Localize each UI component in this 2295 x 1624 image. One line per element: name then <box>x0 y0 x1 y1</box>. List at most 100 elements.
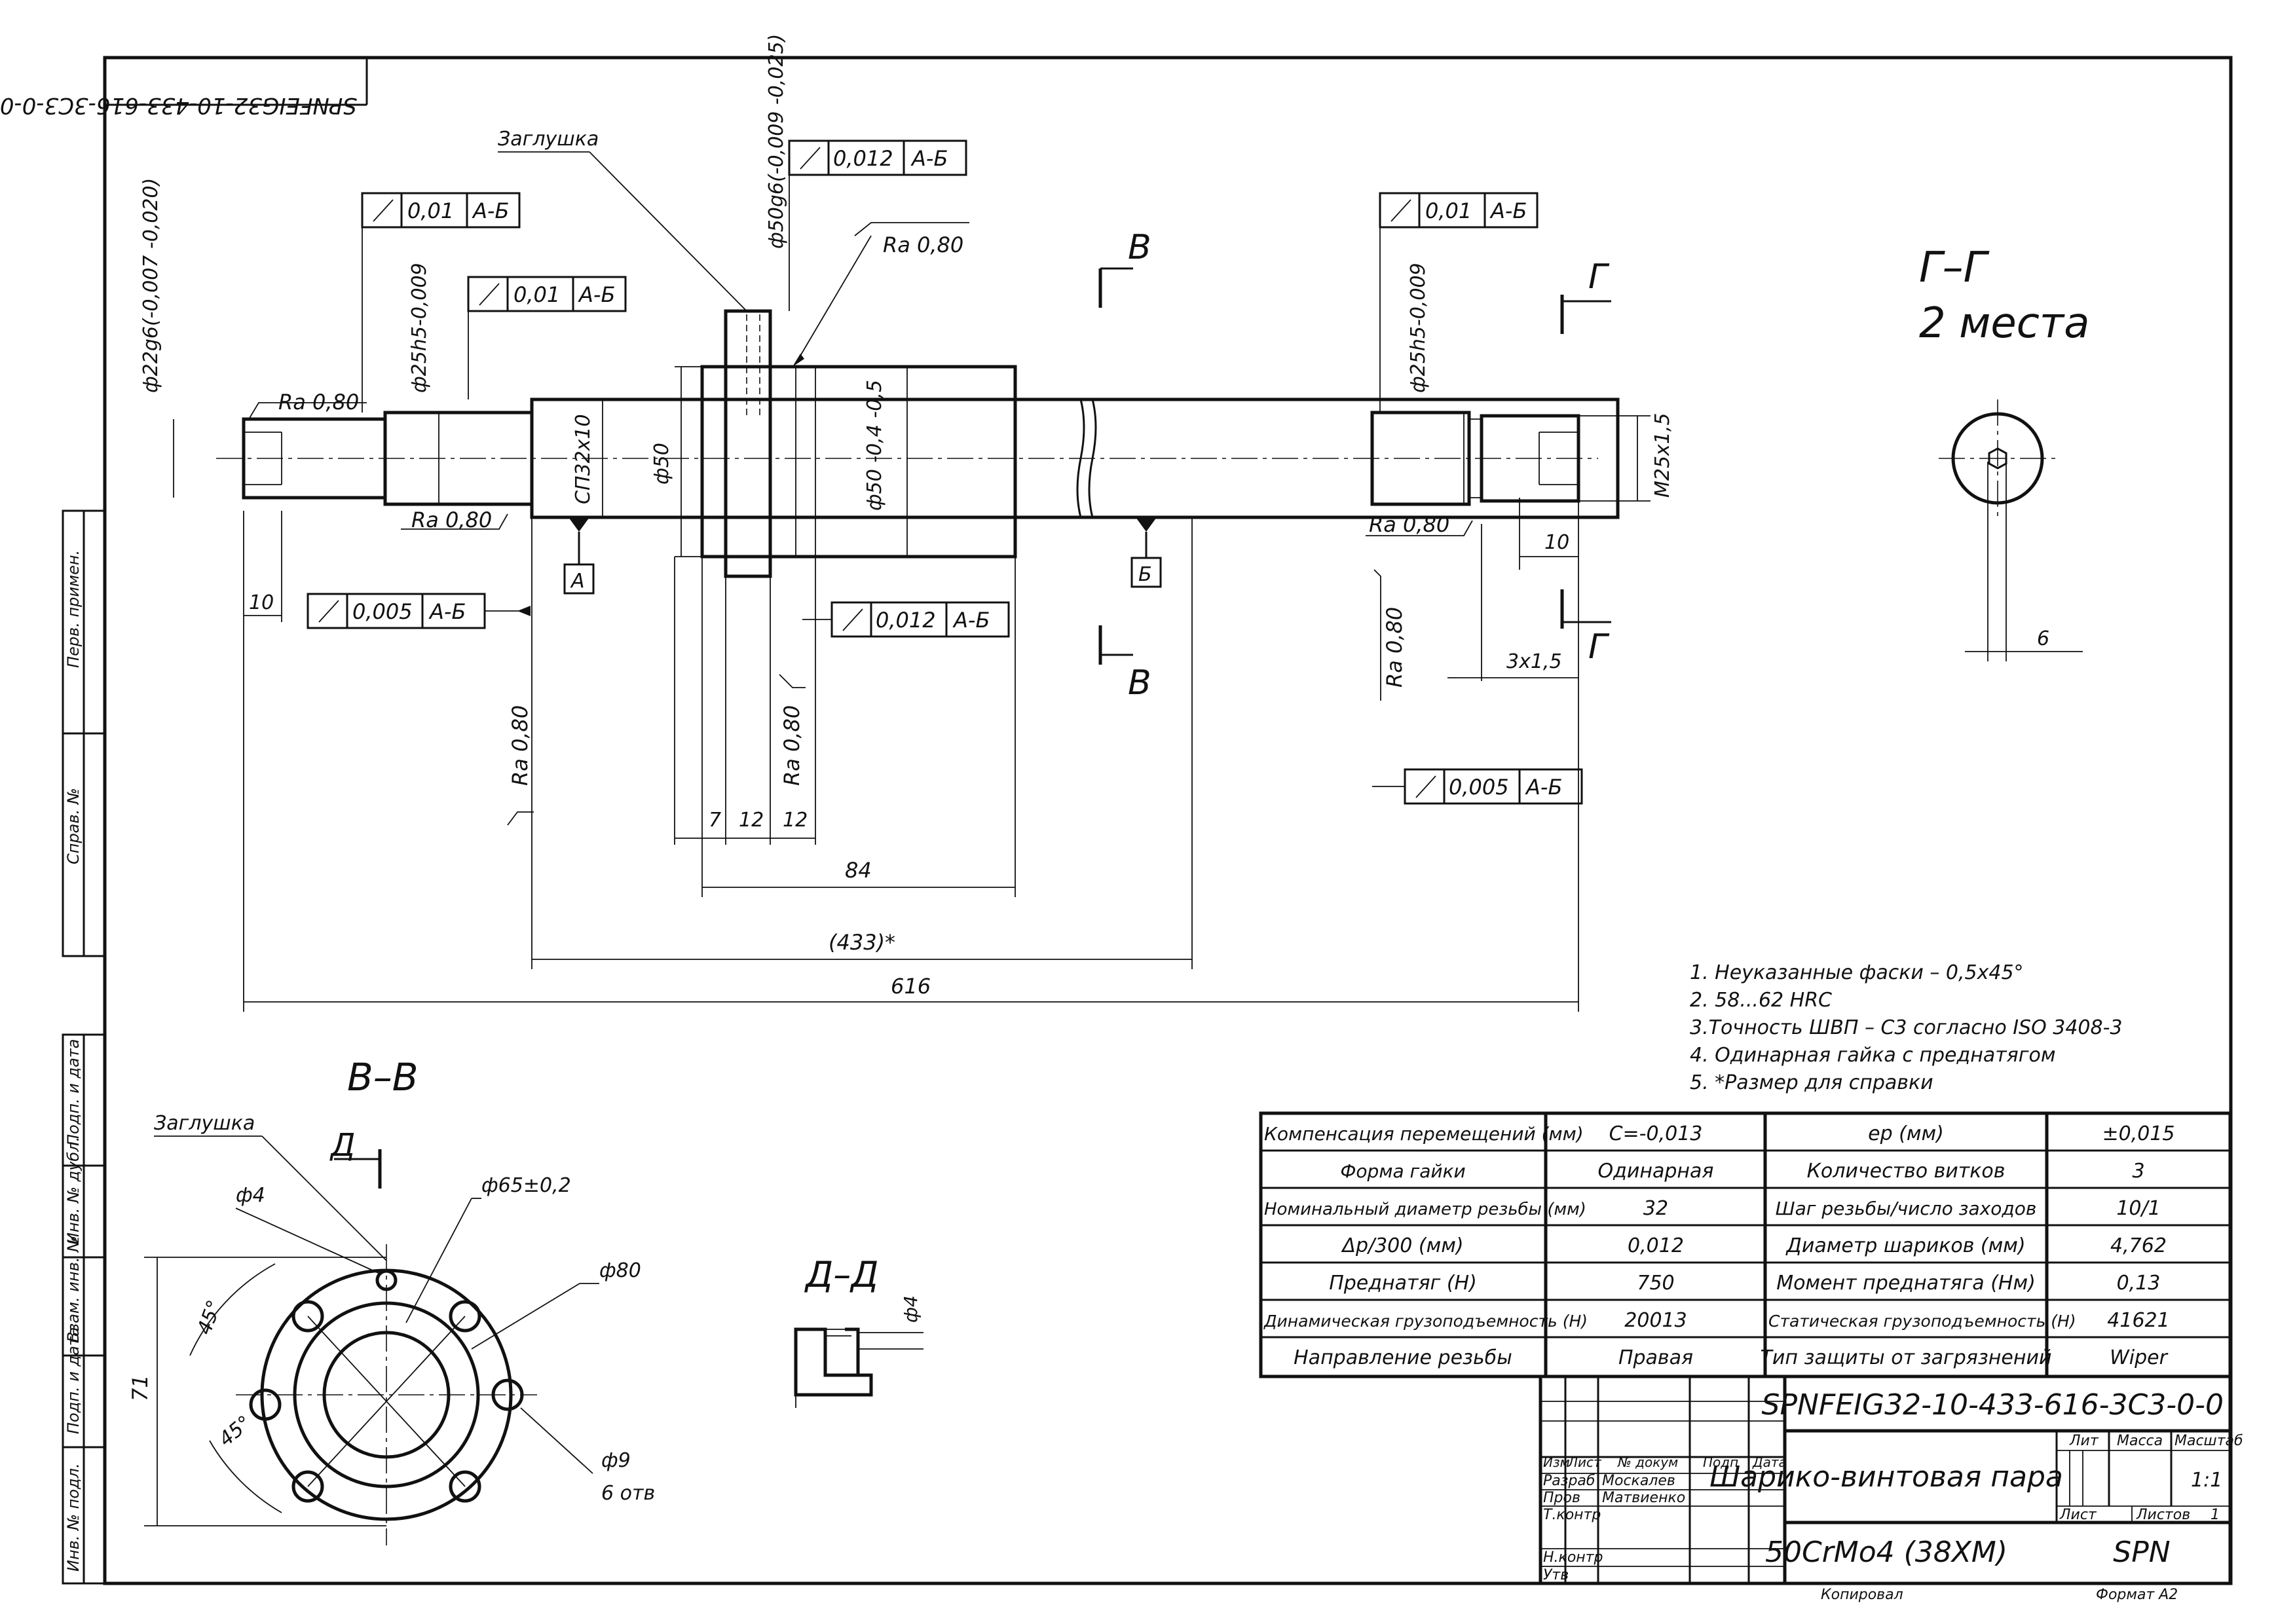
drawing-annotation: 0,012 <box>833 146 893 171</box>
tb-role-1: Пров <box>1543 1490 1580 1506</box>
dim-d25-left: ф25h5-0,009 <box>408 263 431 393</box>
side-label-repl-inv: Взам. инв. № <box>64 1236 83 1342</box>
tb-name-0: Москалев <box>1602 1473 1675 1489</box>
dim-7: 7 <box>709 809 721 832</box>
section-bb-title: В–В <box>347 1055 419 1099</box>
drawing-annotation: Ra 0,80 <box>508 705 532 786</box>
dim-m25: M25х1,5 <box>1651 413 1674 498</box>
section-gg-subtitle: 2 места <box>1919 299 2089 348</box>
spec-r6-c2: Тип защиты от загрязнений <box>1761 1346 2052 1369</box>
spec-r5-c3: 41621 <box>2107 1309 2169 1332</box>
note-2: 2. 58...62 HRC <box>1690 989 1832 1012</box>
spec-r0-c2: ep (мм) <box>1868 1122 1944 1145</box>
section-gg: Г–Г 2 места 6 <box>1919 244 2089 661</box>
tb-scale-value: 1:1 <box>2191 1469 2222 1492</box>
tolerance-frame-2: 0,01 А-Б <box>467 276 627 399</box>
section-gg-title: Г–Г <box>1919 244 1990 292</box>
cut-g-top-letter: Г <box>1588 257 1610 297</box>
dim-71: 71 <box>128 1375 153 1401</box>
drawing-annotation: Ra 0,80 <box>1369 512 1449 537</box>
section-bb: В–В Заглушка Д 71 45° 45° ф4 ф65±0,2 ф <box>128 1055 655 1545</box>
drawing-annotation: Ra 0,80 <box>883 232 963 257</box>
drawing-annotation: А-Б <box>1489 198 1527 223</box>
tb-sheet-label: Лист <box>2059 1507 2097 1523</box>
dim-d50g6: ф50g6(-0,009 -0,025) <box>765 34 788 249</box>
drawing-annotation: 0,005 <box>1449 775 1509 800</box>
cut-d-letter: Д <box>329 1127 356 1164</box>
cut-line-g: Г Г <box>1560 257 1611 667</box>
spec-r0-c0: Компенсация перемещений (мм) <box>1264 1123 1584 1145</box>
dim-d9: ф9 <box>601 1449 631 1472</box>
tb-col-izm: Изм <box>1543 1454 1570 1470</box>
tb-col-list: Лист <box>1567 1454 1602 1470</box>
spec-r6-c3: Wiper <box>2110 1346 2168 1369</box>
tb-sheets-label: Листов <box>2136 1507 2190 1523</box>
side-label-first-use: Перв. примен. <box>64 550 83 668</box>
plug-label-bottom: Заглушка <box>154 1112 255 1135</box>
tb-role-2: Т.контр <box>1543 1507 1601 1523</box>
side-label-orig-inv: Инв. № подл. <box>64 1463 83 1572</box>
drawing-annotation: 0,01 <box>407 198 454 223</box>
dim-616: 616 <box>891 974 931 999</box>
technical-notes: 1. Неуказанные фаски – 0,5х45° 2. 58...6… <box>1690 961 2123 1094</box>
tolerance-frame-7: 0,005 А-Б <box>1372 768 1583 805</box>
note-1: 1. Неуказанные фаски – 0,5х45° <box>1690 961 2024 984</box>
tb-role-4: Утв <box>1543 1567 1569 1583</box>
drawing-annotation: Ra 0,80 <box>411 507 492 532</box>
note-5: 5. *Размер для справки <box>1690 1071 1933 1094</box>
dim-dd-d4: ф4 <box>900 1295 922 1323</box>
spec-r4-c1: 750 <box>1637 1272 1674 1295</box>
spec-r4-c0: Преднатяг (Н) <box>1329 1272 1477 1295</box>
spec-r3-c3: 4,762 <box>2110 1234 2167 1257</box>
note-3: 3.Точность ШВП – С3 согласно ISO 3408-3 <box>1690 1016 2123 1039</box>
drawing-annotation: А-Б <box>578 282 615 307</box>
tolerance-frame-3: 0,012 А-Б <box>788 139 967 311</box>
spec-r2-c1: 32 <box>1643 1197 1668 1220</box>
drawing-annotation: Ra 0,80 <box>278 390 359 415</box>
drawing-annotation: Ra 0,80 <box>1382 607 1407 688</box>
dim-10-right: 10 <box>1544 531 1569 554</box>
datum-a-label: А <box>570 570 585 593</box>
dim-hex-6: 6 <box>2037 627 2049 650</box>
spec-r5-c2: Статическая грузоподъемность (Н) <box>1768 1312 2076 1331</box>
top-stamp-code: SPNFEIG32-10-433-616-3C3-0-0 <box>0 92 357 119</box>
side-label-sign-date-2: Подп. и дата <box>64 1327 83 1435</box>
section-dd: Д–Д ф4 <box>794 1254 924 1408</box>
dim-d4: ф4 <box>236 1184 265 1207</box>
spec-r3-c1: 0,012 <box>1628 1234 1684 1257</box>
datum-b-label: Б <box>1138 563 1152 586</box>
binding-strip: Перв. примен. Справ. № Подп. и дата Инв.… <box>62 509 106 1585</box>
spec-r3-c0: Δp/300 (мм) <box>1341 1234 1463 1257</box>
tb-role-0: Разраб <box>1543 1473 1595 1489</box>
dim-3x15: 3х1,5 <box>1506 650 1562 673</box>
drawing-annotation: 0,005 <box>352 599 413 624</box>
dim-holes: 6 отв <box>601 1482 655 1505</box>
spec-table: Компенсация перемещений (мм) С=-0,013 ep… <box>1259 1111 2232 1378</box>
side-label-sign-date-1: Подп. и дата <box>64 1039 83 1147</box>
spec-r5-c1: 20013 <box>1624 1309 1687 1332</box>
dim-84: 84 <box>845 858 872 883</box>
spec-r6-c0: Направление резьбы <box>1294 1346 1512 1369</box>
tb-scale-label: Масштаб <box>2174 1433 2243 1449</box>
tb-col-doc: № докум <box>1617 1454 1678 1470</box>
spec-r1-c0: Форма гайки <box>1340 1160 1465 1182</box>
drawing-annotation: 0,01 <box>1425 198 1472 223</box>
spec-r4-c2: Момент преднатяга (Нм) <box>1776 1272 2036 1295</box>
drawing-annotation: 0,01 <box>513 282 560 307</box>
drawing-annotation: А-Б <box>472 198 509 223</box>
plug-label-top: Заглушка <box>498 128 599 151</box>
dim-d50: ф50 <box>650 443 673 485</box>
tb-col-date: Дата <box>1752 1454 1787 1470</box>
spec-r4-c3: 0,13 <box>2117 1272 2161 1295</box>
spec-r6-c1: Правая <box>1618 1346 1693 1369</box>
tb-name-1: Матвиенко <box>1602 1490 1685 1506</box>
spec-r2-c0: Номинальный диаметр резьбы (мм) <box>1264 1200 1586 1219</box>
tb-format: Формат А2 <box>2096 1587 2178 1603</box>
tb-lit-label: Лит <box>2069 1433 2099 1449</box>
tb-mass-label: Масса <box>2117 1433 2163 1449</box>
spec-r0-c3: ±0,015 <box>2102 1122 2174 1145</box>
tolerance-frame-6: 0,012 А-Б <box>802 601 1010 638</box>
note-4: 4. Одинарная гайка с преднатягом <box>1690 1044 2055 1067</box>
drawing-annotation: А-Б <box>910 146 948 171</box>
